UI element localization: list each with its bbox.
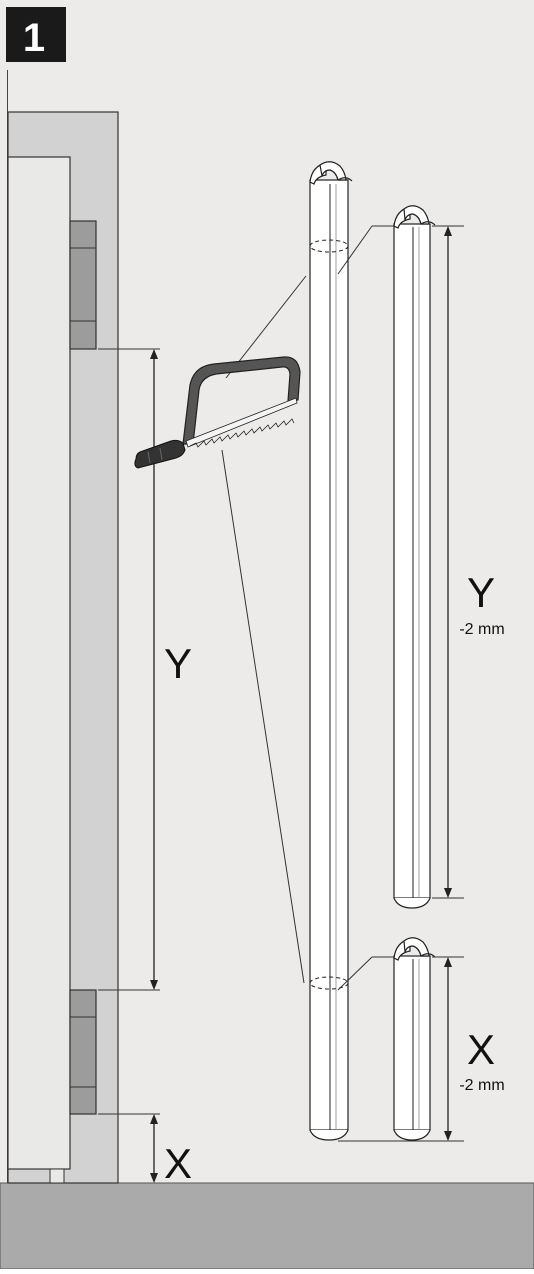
floor [0, 1182, 534, 1270]
hinge-bottom [69, 989, 97, 1115]
cut-mark-top [309, 239, 349, 253]
door-foot [49, 1168, 65, 1184]
label-x-cut-note: -2 mm [459, 1077, 504, 1094]
step-number: 1 [23, 16, 45, 60]
step-badge: 1 [6, 7, 66, 62]
profile-uncut [309, 161, 353, 1141]
dimension-y-cut: Y -2 mm [432, 225, 505, 899]
hacksaw-icon [134, 356, 301, 469]
door-leaf [7, 156, 71, 1184]
dimension-x-door: X [98, 1113, 192, 1187]
dimension-y-door: Y [98, 348, 192, 991]
label-x-door: X [164, 1140, 192, 1187]
profile-cut-x [393, 937, 436, 1141]
hinge-top [69, 220, 97, 350]
label-y-cut-note: -2 mm [459, 621, 504, 638]
label-y-cut: Y [467, 569, 495, 616]
dimension-x-cut: X -2 mm [338, 956, 505, 1142]
cut-mark-bottom [309, 976, 349, 990]
label-y-door: Y [164, 640, 192, 687]
profile-cut-y [393, 205, 436, 909]
label-x-cut: X [467, 1026, 495, 1073]
